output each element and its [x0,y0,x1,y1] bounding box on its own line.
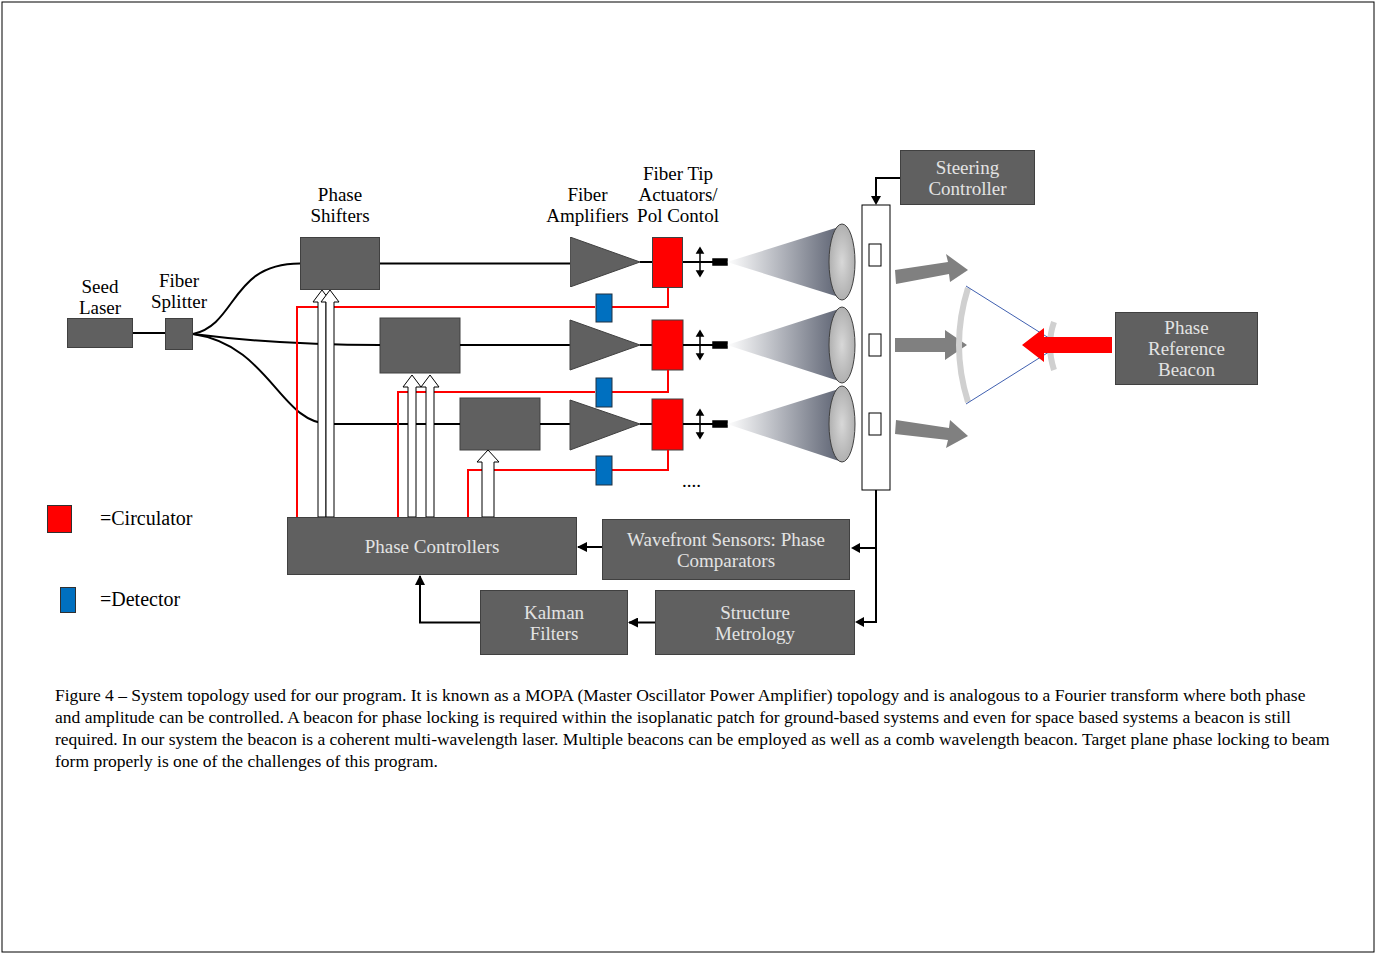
detector [596,378,612,407]
beam-cone [727,388,842,462]
connector [629,622,655,624]
lens [829,224,855,300]
component-label: Fiber Tip Actuators/ Pol Contol [628,163,728,226]
connector [321,290,339,517]
legend-text: =Circulator [100,508,192,529]
process-box: Structure Metrology [655,590,855,655]
component-label: Fiber Splitter [148,270,210,312]
connector [578,546,602,548]
process-box: Kalman Filters [480,590,628,655]
detector [596,294,612,322]
labelled-component: Fiber Amplifiers [535,184,640,287]
phase-shifter-box [460,398,540,450]
aperture-sensor [869,244,881,266]
connector [420,576,480,623]
component-label: Phase Shifters [298,184,382,226]
fiber-line [193,334,380,345]
component-shape [300,237,380,290]
component-label: Phase Reference Beacon [1130,317,1243,380]
amplifier-triangle [570,320,640,370]
legend-text: =Detector [100,589,180,610]
labelled-component: Fiber Tip Actuators/ Pol Contol [628,163,728,288]
wavefront-arc [959,288,968,402]
process-box: Steering Controller [900,150,1035,205]
beam-arrow [895,254,968,284]
steering-line [876,178,900,198]
component-label: Wavefront Sensors: Phase Comparators [613,529,839,571]
connector [380,263,570,265]
continuation-dots: .... [682,470,701,491]
fiber-line [460,344,570,346]
aperture-sensor [869,413,881,435]
labelled-component: Phase Shifters [298,184,382,290]
sensor-line [858,490,876,622]
arrow-head [851,543,860,553]
circulator [652,399,683,450]
detector [596,456,612,485]
component-label: Seed Laser [65,276,135,318]
connector [193,264,300,335]
labelled-component: Seed Laser [65,276,135,348]
component-label: Steering Controller [913,157,1022,199]
connector [133,332,165,334]
connector [640,261,652,263]
phase-shifter-box [380,318,460,373]
component-shape [165,318,193,350]
component-shape [67,318,133,348]
aperture-panel [862,205,890,490]
control-arrows [313,290,499,517]
tip-actuator [683,248,727,438]
component-label: Fiber Amplifiers [535,184,640,226]
beam-arrow [895,420,968,448]
fiber-line [640,344,652,346]
arrow-head [871,196,881,205]
fiber-line [640,423,652,425]
beam-cone [727,308,842,382]
circulator [652,320,683,370]
amplifier-shape [570,237,640,287]
labelled-component: Fiber Splitter [148,270,210,350]
component-shape [652,237,683,288]
aperture-sensor [869,334,881,356]
process-box: Wavefront Sensors: Phase Comparators [602,519,850,580]
figure-caption: Figure 4 – System topology used for our … [55,684,1330,772]
lens [829,386,855,462]
process-box: Phase Reference Beacon [1115,312,1258,385]
component-label: Phase Controllers [365,536,500,557]
arrow-head [855,617,864,627]
legend-swatch [47,505,72,533]
amplifier-triangle [570,237,640,287]
beacon-arrow [1022,328,1112,362]
legend-swatch [60,587,76,613]
fiber-line [540,423,570,425]
lens [829,307,855,383]
beam-cone [727,226,842,298]
component-label: Kalman Filters [501,602,607,644]
detector-lines [297,288,668,517]
process-box: Phase Controllers [287,517,577,575]
component-label: Structure Metrology [686,602,824,644]
